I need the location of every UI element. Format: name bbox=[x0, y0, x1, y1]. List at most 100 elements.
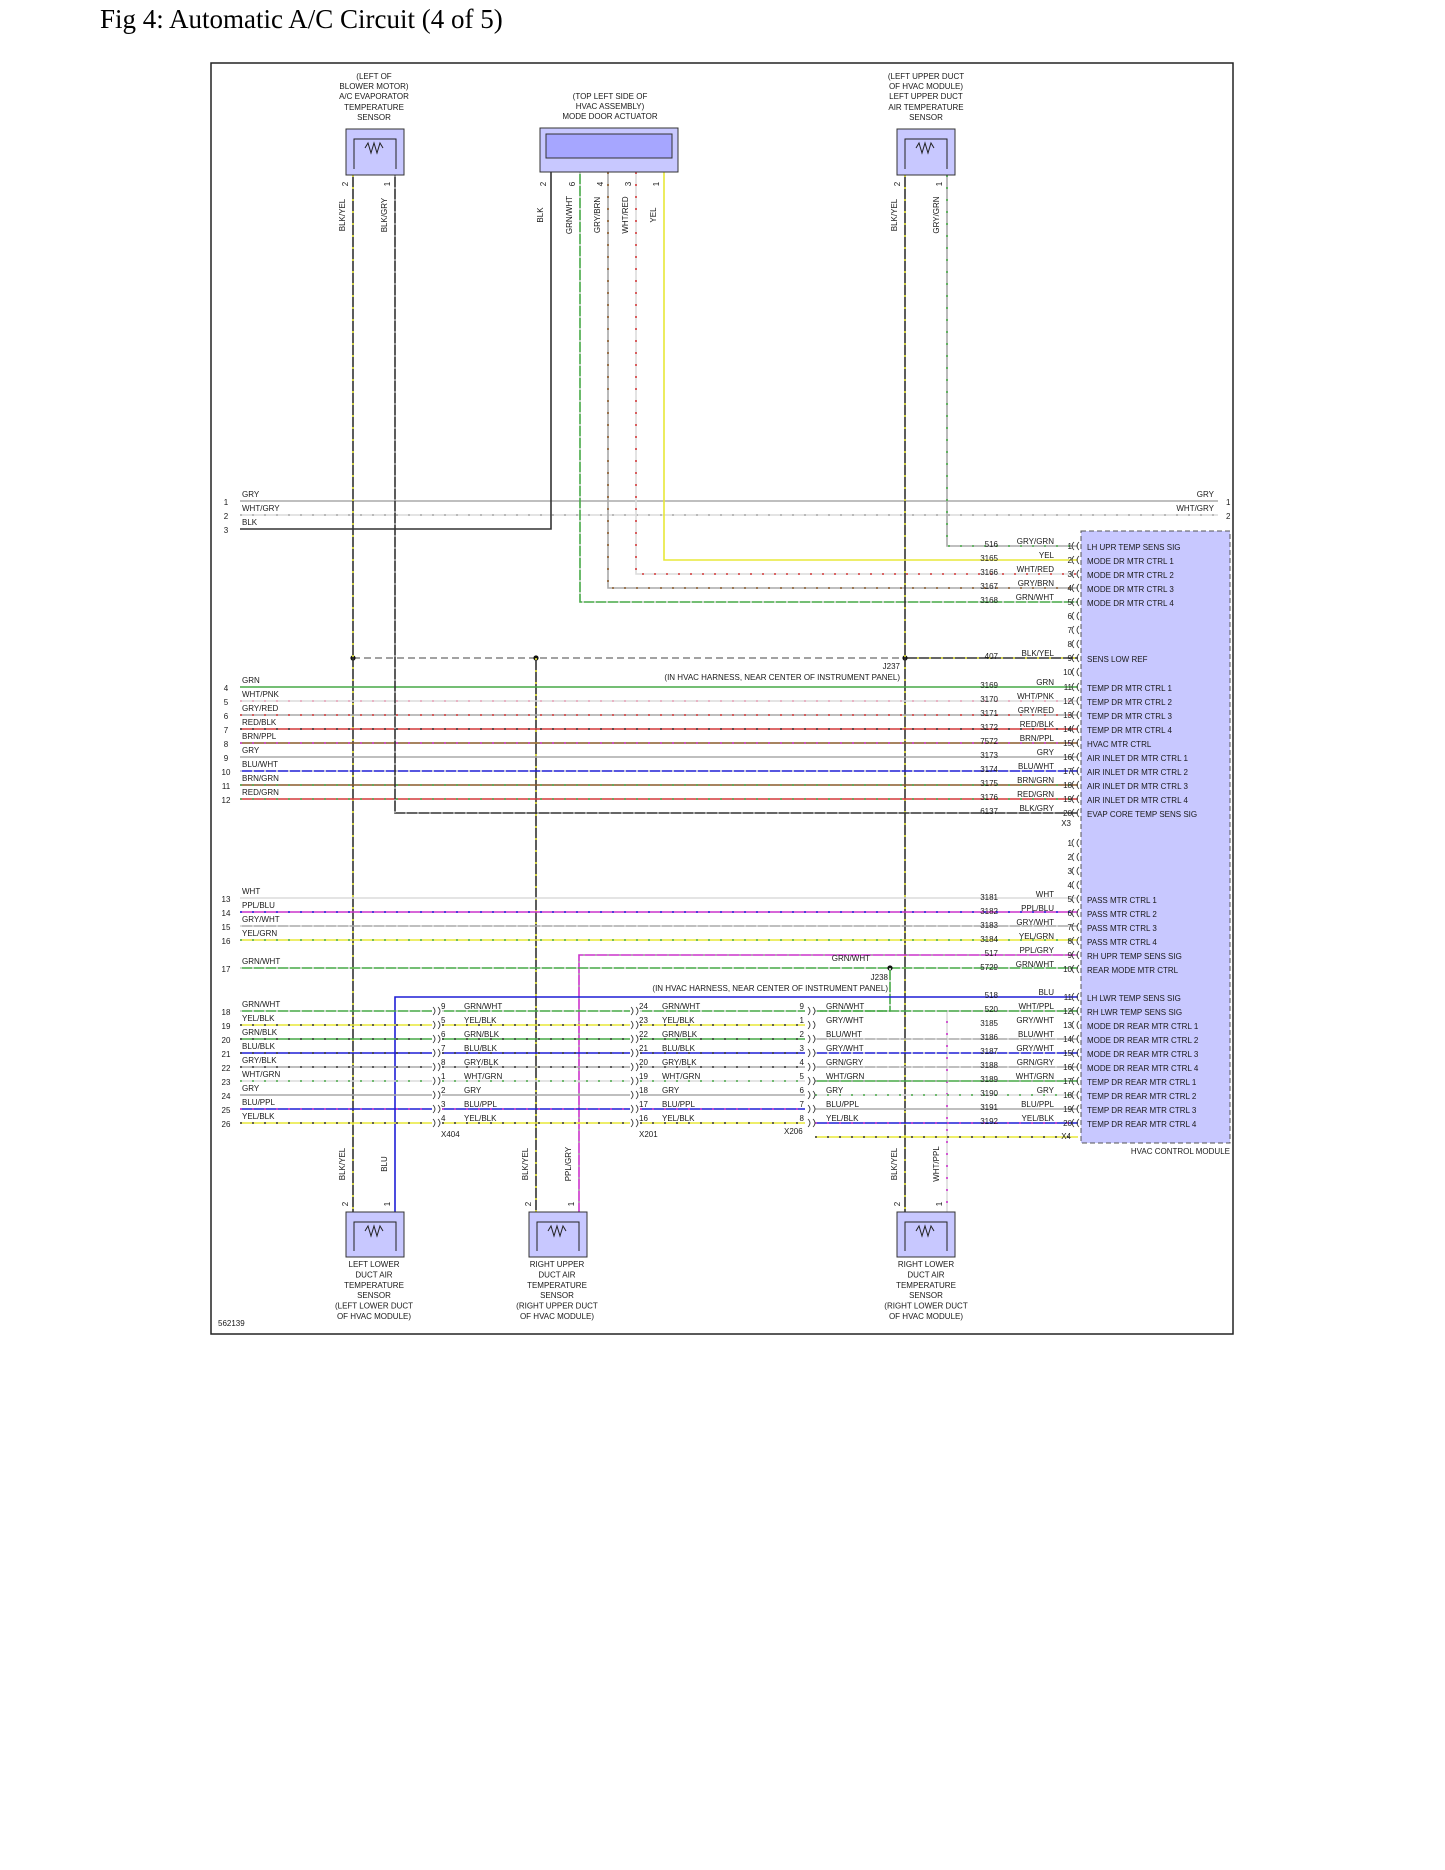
inline-pin-cavity bbox=[807, 1104, 816, 1114]
splice-wire-label: GRN/WHT bbox=[832, 954, 870, 963]
inline-wire-color: GRN/WHT bbox=[662, 1002, 700, 1011]
inline-wire-color: GRN/WHT bbox=[464, 1002, 502, 1011]
inline-pin-number: 2 bbox=[800, 1030, 805, 1039]
wire-color-label: RED/BLK bbox=[242, 718, 277, 727]
circuit-number: 3188 bbox=[980, 1061, 998, 1070]
module-pin: 2 bbox=[1068, 853, 1073, 862]
wire-number: 6 bbox=[224, 712, 229, 721]
pin-cavity bbox=[1071, 838, 1080, 848]
wire-number: 25 bbox=[222, 1106, 231, 1115]
wire-color-label: GRY bbox=[242, 1084, 260, 1093]
bottom-sensor-0-trace bbox=[353, 1221, 397, 1251]
wire-3168 bbox=[579, 172, 1078, 603]
component-label: TEMPERATURE bbox=[344, 103, 404, 112]
pin-number: 6 bbox=[568, 181, 577, 186]
pin-cavity bbox=[1071, 1076, 1080, 1086]
top-sensor-0-trace bbox=[353, 138, 397, 169]
component-label: DUCT AIR bbox=[907, 1270, 944, 1279]
inline-pin-number: 6 bbox=[441, 1030, 446, 1039]
wire-label: WHT/PPL bbox=[932, 1146, 941, 1182]
module-function: TEMP DR REAR MTR CTRL 2 bbox=[1087, 1092, 1197, 1101]
pin-number: 4 bbox=[596, 181, 605, 186]
connector-name: X404 bbox=[441, 1130, 460, 1139]
wire-label: BLK/GRY bbox=[380, 197, 389, 232]
component-label: BLOWER MOTOR) bbox=[339, 82, 409, 91]
component-label: OF HVAC MODULE) bbox=[520, 1312, 594, 1321]
inline-pin-number: 3 bbox=[800, 1044, 805, 1053]
right-wire-label: GRY bbox=[1197, 490, 1215, 499]
pin-cavity bbox=[1071, 950, 1080, 960]
module-function: PASS MTR CTRL 1 bbox=[1087, 896, 1157, 905]
pin-cavity bbox=[1071, 1090, 1080, 1100]
pin-cavity bbox=[1071, 780, 1080, 790]
inline-wire-color: GRY bbox=[826, 1086, 844, 1095]
circuit-color: GRN/WHT bbox=[1016, 593, 1054, 602]
inline-pin-number: 1 bbox=[441, 1072, 446, 1081]
circuit-number: 3173 bbox=[980, 751, 998, 760]
inline-pin-number: 24 bbox=[639, 1002, 648, 1011]
wire-6137-stripe bbox=[394, 175, 1078, 814]
inline-pin-cavity bbox=[432, 1076, 441, 1086]
wire-color-label: WHT bbox=[242, 887, 260, 896]
circuit-color: GRY/GRN bbox=[1017, 537, 1054, 546]
pin-number: 2 bbox=[341, 1201, 350, 1206]
pin-number: 1 bbox=[935, 1201, 944, 1206]
inline-wire-color: YEL/BLK bbox=[464, 1114, 497, 1123]
module-function: AIR INLET DR MTR CTRL 3 bbox=[1087, 782, 1188, 791]
module-function: MODE DR REAR MTR CTRL 1 bbox=[1087, 1022, 1199, 1031]
wire-color-label: BRN/GRN bbox=[242, 774, 279, 783]
inline-wire-color: GRN/BLK bbox=[662, 1030, 698, 1039]
inline-pin-number: 22 bbox=[639, 1030, 648, 1039]
inline-wire-color: BLU/PPL bbox=[662, 1100, 695, 1109]
inline-wire-color: WHT/GRN bbox=[464, 1072, 502, 1081]
wire-label: PPL/GRY bbox=[564, 1146, 573, 1181]
circuit-number: 520 bbox=[985, 1005, 999, 1014]
module-pin: 4 bbox=[1068, 881, 1073, 890]
inline-pin-number: 6 bbox=[800, 1086, 805, 1095]
wire-color-label: GRY/BLK bbox=[242, 1056, 277, 1065]
splice-note: (IN HVAC HARNESS, NEAR CENTER OF INSTRUM… bbox=[664, 673, 900, 682]
wire-color-label: GRY bbox=[242, 490, 260, 499]
module-pin: 20 bbox=[1063, 1119, 1072, 1128]
component-label: RIGHT UPPER bbox=[530, 1260, 585, 1269]
module-function: HVAC MTR CTRL bbox=[1087, 740, 1152, 749]
component-label: OF HVAC MODULE) bbox=[889, 1312, 963, 1321]
inline-pin-cavity bbox=[432, 1118, 441, 1128]
wire-color-label: BLU/WHT bbox=[242, 760, 278, 769]
circuit-color: RED/GRN bbox=[1017, 790, 1054, 799]
diagram-id: 562139 bbox=[218, 1319, 245, 1328]
circuit-number: 3189 bbox=[980, 1075, 998, 1084]
wire-label: BLK bbox=[536, 207, 545, 223]
inline-pin-number: 7 bbox=[441, 1044, 446, 1053]
pin-cavity bbox=[1071, 922, 1080, 932]
inline-pin-number: 7 bbox=[800, 1100, 805, 1109]
circuit-color: YEL/GRN bbox=[1019, 932, 1054, 941]
module-function: MODE DR REAR MTR CTRL 3 bbox=[1087, 1050, 1199, 1059]
module-pin: 16 bbox=[1063, 1063, 1072, 1072]
circuit-color: YEL/BLK bbox=[1022, 1114, 1055, 1123]
wire-color-label: PPL/BLU bbox=[242, 901, 275, 910]
module-function: TEMP DR REAR MTR CTRL 3 bbox=[1087, 1106, 1197, 1115]
inline-pin-cavity bbox=[630, 1118, 639, 1128]
wire-color-label: GRY/WHT bbox=[242, 915, 280, 924]
inline-pin-cavity bbox=[432, 1048, 441, 1058]
pin-cavity bbox=[1071, 625, 1080, 635]
inline-wire-color: YEL/BLK bbox=[662, 1016, 695, 1025]
wire-3166-stripe bbox=[635, 172, 1078, 575]
wire-516 bbox=[946, 175, 1078, 547]
circuit-color: PPL/BLU bbox=[1021, 904, 1054, 913]
circuit-color: GRY bbox=[1037, 748, 1055, 757]
wire-color-label: BRN/PPL bbox=[242, 732, 277, 741]
pin-cavity bbox=[1071, 908, 1080, 918]
inline-pin-cavity bbox=[630, 1104, 639, 1114]
component-label: (LEFT OF bbox=[356, 72, 392, 81]
pin-number: 2 bbox=[893, 181, 902, 186]
module-pin: 14 bbox=[1063, 725, 1072, 734]
pin-cavity bbox=[1071, 880, 1080, 890]
inline-pin-cavity bbox=[807, 1090, 816, 1100]
pin-cavity bbox=[1071, 710, 1080, 720]
inline-wire-color: GRY/WHT bbox=[826, 1044, 864, 1053]
wire-color-label: GRY/RED bbox=[242, 704, 279, 713]
circuit-number: 3165 bbox=[980, 554, 998, 563]
component-label: SENSOR bbox=[357, 113, 391, 122]
